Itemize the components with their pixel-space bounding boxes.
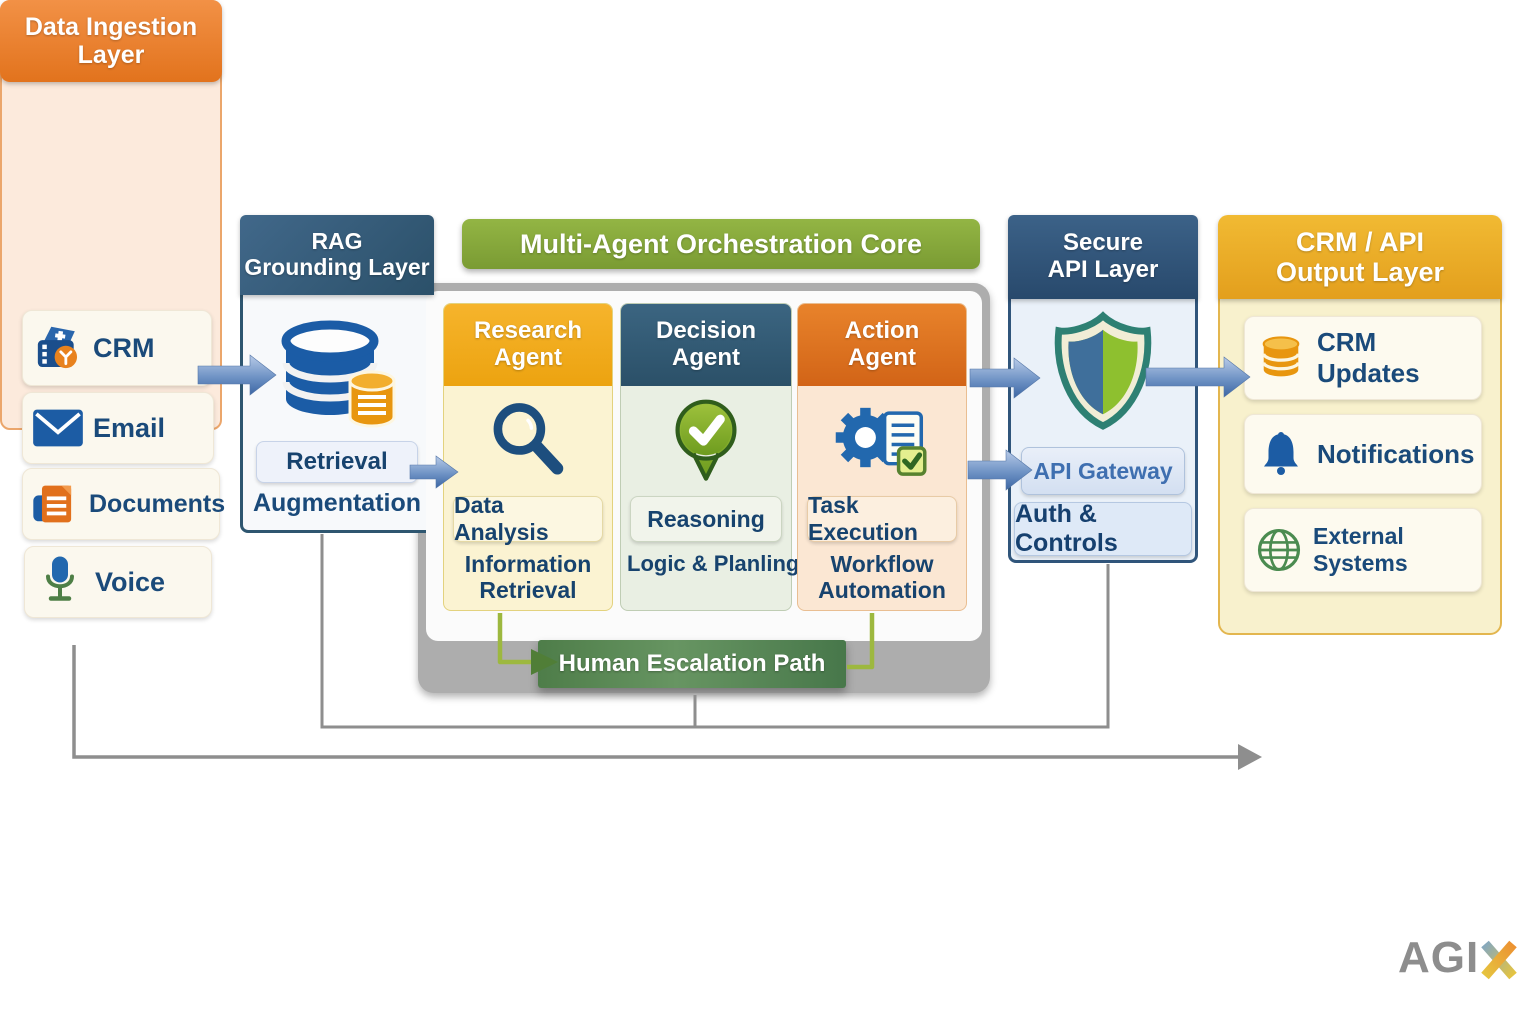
ingestion-item-label: CRM [93, 332, 155, 363]
database-icon [270, 305, 404, 439]
decision-agent-column: Decision Agent Reasoning Logic & Planlin… [620, 303, 800, 611]
microphone-icon [25, 554, 95, 610]
output-item-external-systems: External Systems [1244, 508, 1482, 592]
email-icon [23, 406, 93, 450]
ingestion-item-voice: Voice [24, 546, 212, 618]
data-ingestion-title-line1: Data Ingestion [24, 13, 198, 41]
reasoning-label: Reasoning [647, 505, 765, 532]
retrieval-label: Retrieval [286, 448, 388, 475]
shield-icon [1047, 308, 1159, 434]
gear-document-icon [798, 386, 966, 496]
ingestion-item-label: Email [93, 412, 166, 443]
human-escalation-label: Human Escalation Path [558, 650, 826, 677]
data-analysis-label: Data Analysis [454, 492, 549, 545]
agix-logo-text: AGI [1398, 933, 1480, 982]
agix-logo-x-icon [1481, 940, 1517, 980]
arrowhead-bottom [1238, 744, 1262, 770]
human-escalation-banner: Human Escalation Path [538, 640, 846, 688]
research-agent-title-line2: Agent [494, 344, 562, 371]
action-agent-caption: Workflow Automation [818, 551, 946, 604]
data-analysis-box: Data Analysis [453, 492, 603, 545]
retrieval-box: Retrieval [256, 441, 418, 483]
action-agent-title-line1: Action [844, 317, 920, 345]
ingestion-item-label: Voice [95, 566, 166, 597]
research-agent-caption: Information Retrieval [464, 551, 592, 604]
output-item-notifications: Notifications [1244, 414, 1482, 494]
ingestion-item-email: Email [22, 392, 214, 464]
auth-controls-label: Auth & Controls [1015, 500, 1118, 557]
research-agent-header: Research Agent [444, 304, 612, 386]
output-item-label: CRM Updates [1317, 327, 1420, 388]
task-execution-box: Task Execution [807, 492, 957, 545]
data-ingestion-title-line2: Layer [77, 41, 145, 69]
api-gateway-box: API Gateway [1021, 447, 1185, 495]
ingestion-item-label: Documents [89, 489, 226, 518]
check-pin-icon [621, 386, 791, 496]
globe-icon [1245, 523, 1313, 577]
research-agent-title-line1: Research [473, 317, 583, 345]
output-header: CRM / API Output Layer [1218, 215, 1502, 299]
output-item-label: Notifications [1317, 438, 1475, 469]
action-agent-header: Action Agent [798, 304, 966, 386]
api-gateway-label: API Gateway [1033, 457, 1173, 484]
magnifier-icon [444, 386, 612, 496]
crm-updates-database-icon [1245, 331, 1317, 385]
decision-agent-caption: Logic & Planling [627, 551, 800, 576]
output-item-label: External Systems [1313, 523, 1408, 576]
secure-api-title-line2: API Layer [1047, 256, 1159, 283]
orchestration-core-banner: Multi-Agent Orchestration Core [462, 219, 980, 269]
orchestration-core-title: Multi-Agent Orchestration Core [519, 228, 923, 259]
research-agent-column: Research Agent Data Analysis Information… [443, 303, 613, 611]
rag-title-line2: Grounding Layer [244, 254, 430, 280]
documents-icon [23, 477, 89, 531]
crm-icon [23, 320, 93, 376]
rag-title-line1: RAG [311, 228, 363, 255]
output-item-crm-updates: CRM Updates [1244, 316, 1482, 400]
reasoning-box: Reasoning [630, 496, 782, 542]
action-agent-title-line2: Agent [848, 344, 916, 371]
action-agent-column: Action Agent [797, 303, 967, 611]
output-title-line1: CRM / API [1296, 226, 1424, 257]
secure-api-header: Secure API Layer [1008, 215, 1198, 299]
task-execution-label: Task Execution [808, 492, 918, 545]
decision-agent-header: Decision Agent [621, 304, 791, 386]
decision-agent-title-line2: Agent [672, 344, 740, 371]
secure-api-title-line1: Secure [1062, 229, 1144, 257]
bell-icon [1245, 429, 1317, 479]
auth-controls-box: Auth & Controls [1014, 500, 1192, 557]
rag-grounding-header: RAG Grounding Layer [240, 215, 434, 295]
ingestion-item-crm: CRM [22, 310, 212, 386]
augmentation-label: Augmentation [252, 489, 422, 517]
output-title-line2: Output Layer [1275, 257, 1444, 287]
agix-logo: AGI [1398, 933, 1519, 983]
data-ingestion-header: Data Ingestion Layer [0, 0, 222, 82]
decision-agent-title-line1: Decision [655, 317, 757, 345]
ingestion-item-documents: Documents [22, 468, 225, 540]
